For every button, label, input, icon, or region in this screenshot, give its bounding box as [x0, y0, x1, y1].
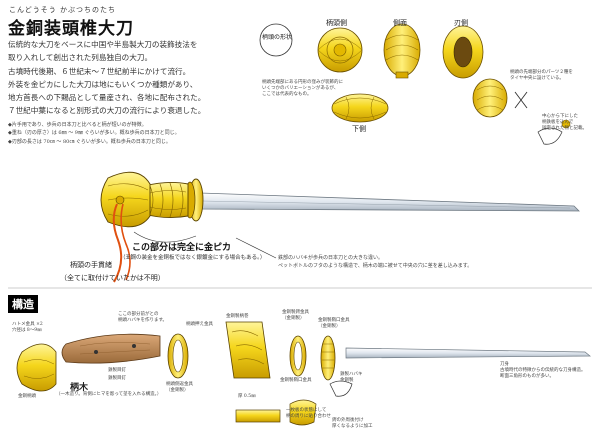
struct-label: 一枚板の状態にして	[286, 408, 327, 413]
struct-tsuba	[320, 335, 336, 381]
habaki-note: 鉄部のハバキが歩兵の日本刀との大きな違い。 ペットボトルのフタのような構造で、柄…	[278, 254, 472, 270]
side-note-line: 中心から下にした	[542, 114, 578, 119]
struct-lbl-guard: 鍔の外周後付け 厚くなるように加工	[332, 418, 373, 430]
struct-lbl-wood: 柄木	[70, 383, 89, 393]
struct-label: 柄頭ハバキを作ります。	[118, 318, 168, 323]
pommel-shape-text: 柄頭の形状	[262, 34, 293, 41]
struct-label: 断面三角形のものが多い。	[500, 374, 554, 379]
struct-label: 金銅製	[340, 378, 354, 383]
view-label-top: 柄頭側	[326, 19, 347, 27]
pommel-view-side	[383, 23, 421, 79]
struct-habaki	[329, 380, 353, 397]
view-label-bottom: 下側	[352, 125, 366, 133]
struct-sheet-flat	[235, 409, 281, 423]
struct-ring-2	[289, 335, 307, 377]
sword-blade	[199, 192, 580, 212]
pommel-main	[100, 171, 151, 228]
hand-cord	[112, 203, 131, 283]
cord-sub: （全てに取付けていたかは不明）	[60, 274, 165, 282]
struct-sheet-curl	[289, 399, 317, 426]
intro-text: 伝統的な大刀をベースに中国や半島製大刀の装飾技法を 取り入れして創出された列島独…	[8, 38, 205, 118]
struct-label: （金銅製）	[318, 324, 341, 329]
intro-line: 地方首長への下賜品として量産され、各地に配布された。	[8, 93, 206, 103]
struct-lbl-collar: 柄頭側返金具 （金銅製）	[166, 382, 193, 394]
struct-label: 鍔の外周後付け	[332, 418, 364, 423]
struct-grip-wood	[61, 333, 161, 364]
side-note-line: 柄頭の先端部分のパーツ２種を	[510, 70, 573, 75]
struct-pommel	[16, 343, 57, 392]
pommel-shape-box	[259, 23, 293, 57]
struct-lbl-tsuba: 金銅製鍔金具 （金銅製）	[282, 310, 309, 322]
struct-label: 古墳時代の特徴からの伝統的な刀身構造。	[500, 368, 586, 373]
intro-line: ７世紀中葉になると別形式の大刀の流行により衰退した。	[8, 106, 206, 116]
struct-label: （金銅製）	[166, 388, 189, 393]
pommel-note-line: いくつかのバリエーションがあるが、	[262, 86, 339, 91]
struct-lbl-blade: 刀身 古墳時代の特徴からの伝統的な刀身構造。 断面三角形のものが多い。	[500, 362, 586, 380]
struct-label: 厚くなるように加工	[332, 424, 373, 429]
struct-label: 柄の周りに貼り合わせ	[286, 414, 331, 419]
side-note: 柄頭の先端部分のパーツ２種を タイヤ中央に設けている。	[510, 70, 573, 82]
pommel-note-line: 柄頭先端部にある円形の窪みが装飾的に	[262, 80, 343, 85]
title-ruby: こんどうそう かぶつちのたち	[9, 6, 117, 14]
side-note-line: 柄鉄板を込んで	[542, 120, 574, 125]
pommel-note-line: ここでは代表的なもの。	[262, 92, 312, 97]
struct-label: ハトメ金具 ×2	[12, 322, 43, 327]
spec-notes: ◆片手用であり、歩兵の日本刀と比べると柄が短いのが特徴。 ◆重ね（刃の厚さ）は …	[8, 121, 180, 146]
pommel-shape-label: 柄頭の形状	[262, 34, 293, 41]
hilt-grip	[143, 181, 189, 219]
intro-line: 伝統的な大刀をベースに中国や半島製大刀の装飾技法を	[8, 40, 198, 49]
spec-note: ◆重ね（刃の厚さ）は 6㎜ 〜 9㎜ ぐらいが多い。概ね歩兵の日本刀と同じ。	[8, 130, 180, 137]
struct-lbl-wood-sub: （一木造り。背側にヒマを彫って茎を入れる構造。）	[56, 392, 162, 397]
struct-lbl-eyelet: ハトメ金具 ×2 穴径は 8〜9㎜	[12, 322, 43, 334]
pommel-view-bottom	[331, 93, 389, 123]
struct-collar-ring	[167, 333, 189, 379]
struct-label: 柄頭側返金具	[166, 382, 193, 387]
struct-blade	[345, 347, 591, 359]
struct-label: 金銅製鞘口金具	[318, 318, 350, 323]
view-label-side: 側面	[393, 19, 407, 27]
pommel-detail-side	[472, 78, 571, 145]
habaki-note-line: 鉄部のハバキが歩兵の日本刀との大きな違い。	[278, 255, 383, 261]
gold-callout: この部分は完全に金ピカ	[132, 243, 232, 253]
struct-lbl-wrap: 金銅製柄巻	[226, 314, 249, 319]
struct-lbl-mouth2: 金銅製鞘口金具 （金銅製）	[318, 318, 350, 330]
struct-label: （金銅製）	[282, 316, 305, 321]
struct-lbl-thick: 厚 0.5㎜	[238, 394, 256, 399]
cord-label: 柄頭の手貫緒	[70, 261, 112, 269]
struct-lbl-pin2: 鉄製目釘	[108, 376, 126, 381]
struct-label: 穴径は 8〜9㎜	[12, 328, 42, 333]
struct-wrap-sheet	[225, 321, 271, 379]
intro-line: 取り入れして創出された列島独自の大刀。	[8, 53, 153, 63]
spec-note: ◆刃部の長さは 70㎝ 〜 80㎝ ぐらいが多い。概ね歩兵の日本刀と同じ。	[8, 138, 171, 145]
struct-label: 金銅製鍔金具	[282, 310, 309, 315]
struct-lbl-mouth: 金銅製鞘口金具	[280, 378, 312, 383]
gold-callout-sub: （표鋼の装金を金銅板ではなく銀鍍金にする場合もある。）	[120, 255, 266, 261]
side-note-b: 中心から下にした 柄鉄板を込んで 固定された物と記載。	[542, 114, 587, 132]
struct-lbl-pommel: 金銅柄頭	[18, 394, 36, 399]
pommel-note: 柄頭先端部にある円形の窪みが装飾的に いくつかのバリエーションがあるが、 ここで…	[262, 80, 343, 98]
struct-lbl-pin1: 鉄製目釘	[108, 368, 126, 373]
structure-title: 構造	[8, 295, 38, 313]
struct-label: 鉄製ハバキ	[340, 372, 363, 377]
page-title: 金銅装頭椎大刀	[8, 19, 134, 39]
intro-line: 古墳時代後期、６世紀末〜７世紀前半にかけて流行。	[8, 66, 191, 76]
struct-lbl-habaki: 鉄製ハバキ 金銅製	[340, 372, 363, 384]
intro-line: 外装を金ピカにした大刀は地にもいくつか種類があり、	[8, 79, 198, 89]
struct-lbl-press: 柄頭押え金具	[186, 322, 213, 327]
side-note-line: タイヤ中央に設けている。	[510, 76, 564, 81]
pommel-view-top	[317, 27, 363, 73]
struct-label: ここの部分前がとの	[118, 312, 159, 317]
struct-lbl-habaki-note: ここの部分前がとの 柄頭ハバキを作ります。	[118, 312, 167, 324]
struct-lbl-sheet: 一枚板の状態にして 柄の周りに貼り合わせ	[286, 408, 331, 420]
habaki-note-line: ペットボトルのフタのような構造で、柄木の端に被せて中央の穴に茎を差し込みます。	[278, 263, 473, 269]
pommel-view-blade	[442, 25, 484, 79]
habaki-line	[235, 237, 277, 259]
callout-line	[133, 231, 197, 243]
side-note-line: 固定された物と記載。	[542, 126, 587, 131]
struct-label: 刀身	[500, 362, 509, 367]
view-label-blade: 刃側	[454, 19, 468, 27]
spec-note: ◆片手用であり、歩兵の日本刀と比べると柄が短いのが特徴。	[8, 122, 147, 128]
